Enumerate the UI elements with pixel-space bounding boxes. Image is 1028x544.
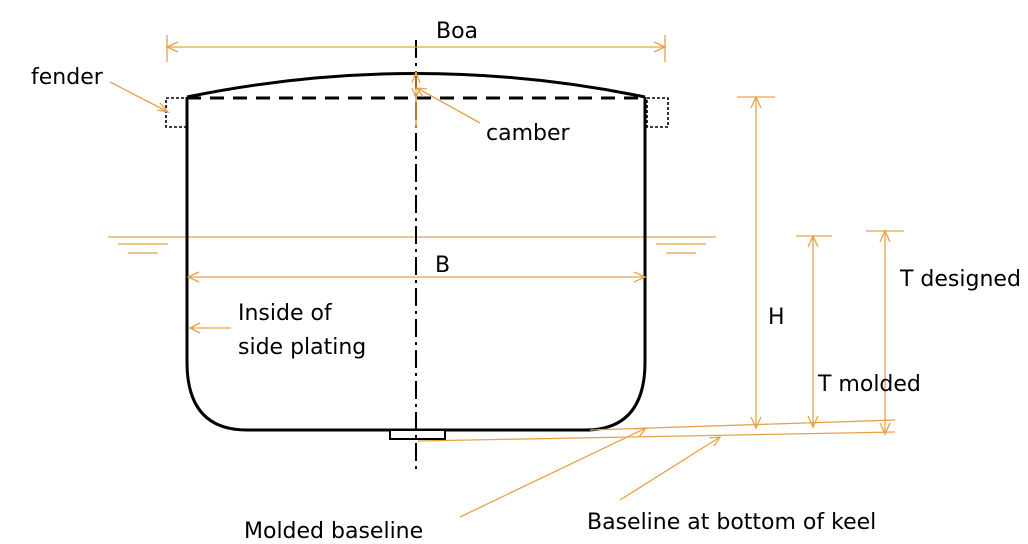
camber-dimension xyxy=(411,70,421,128)
baseline-bottom-of-keel-label: Baseline at bottom of keel xyxy=(587,510,876,535)
keel-bar xyxy=(389,429,446,440)
t-molded-dimension xyxy=(796,234,832,429)
t-designed-dimension xyxy=(866,229,904,436)
waterline xyxy=(108,236,716,254)
t-designed-label: T designed xyxy=(899,267,1021,292)
fender-left xyxy=(165,97,188,128)
leader-lines xyxy=(109,81,722,518)
boa-dimension xyxy=(165,35,667,62)
fender-label: fender xyxy=(31,65,104,90)
h-label: H xyxy=(768,305,785,330)
molded-baseline-label: Molded baseline xyxy=(244,519,423,544)
boa-label: Boa xyxy=(436,19,478,44)
b-dimension xyxy=(186,271,647,283)
inside-side-plating-label-line1: Inside of xyxy=(238,301,333,326)
inside-side-plating-label-line2: side plating xyxy=(238,335,366,360)
h-dimension xyxy=(737,95,775,430)
b-label: B xyxy=(435,253,450,278)
camber-label: camber xyxy=(486,121,571,146)
t-molded-label: T molded xyxy=(817,372,921,397)
fender-right xyxy=(646,97,669,128)
